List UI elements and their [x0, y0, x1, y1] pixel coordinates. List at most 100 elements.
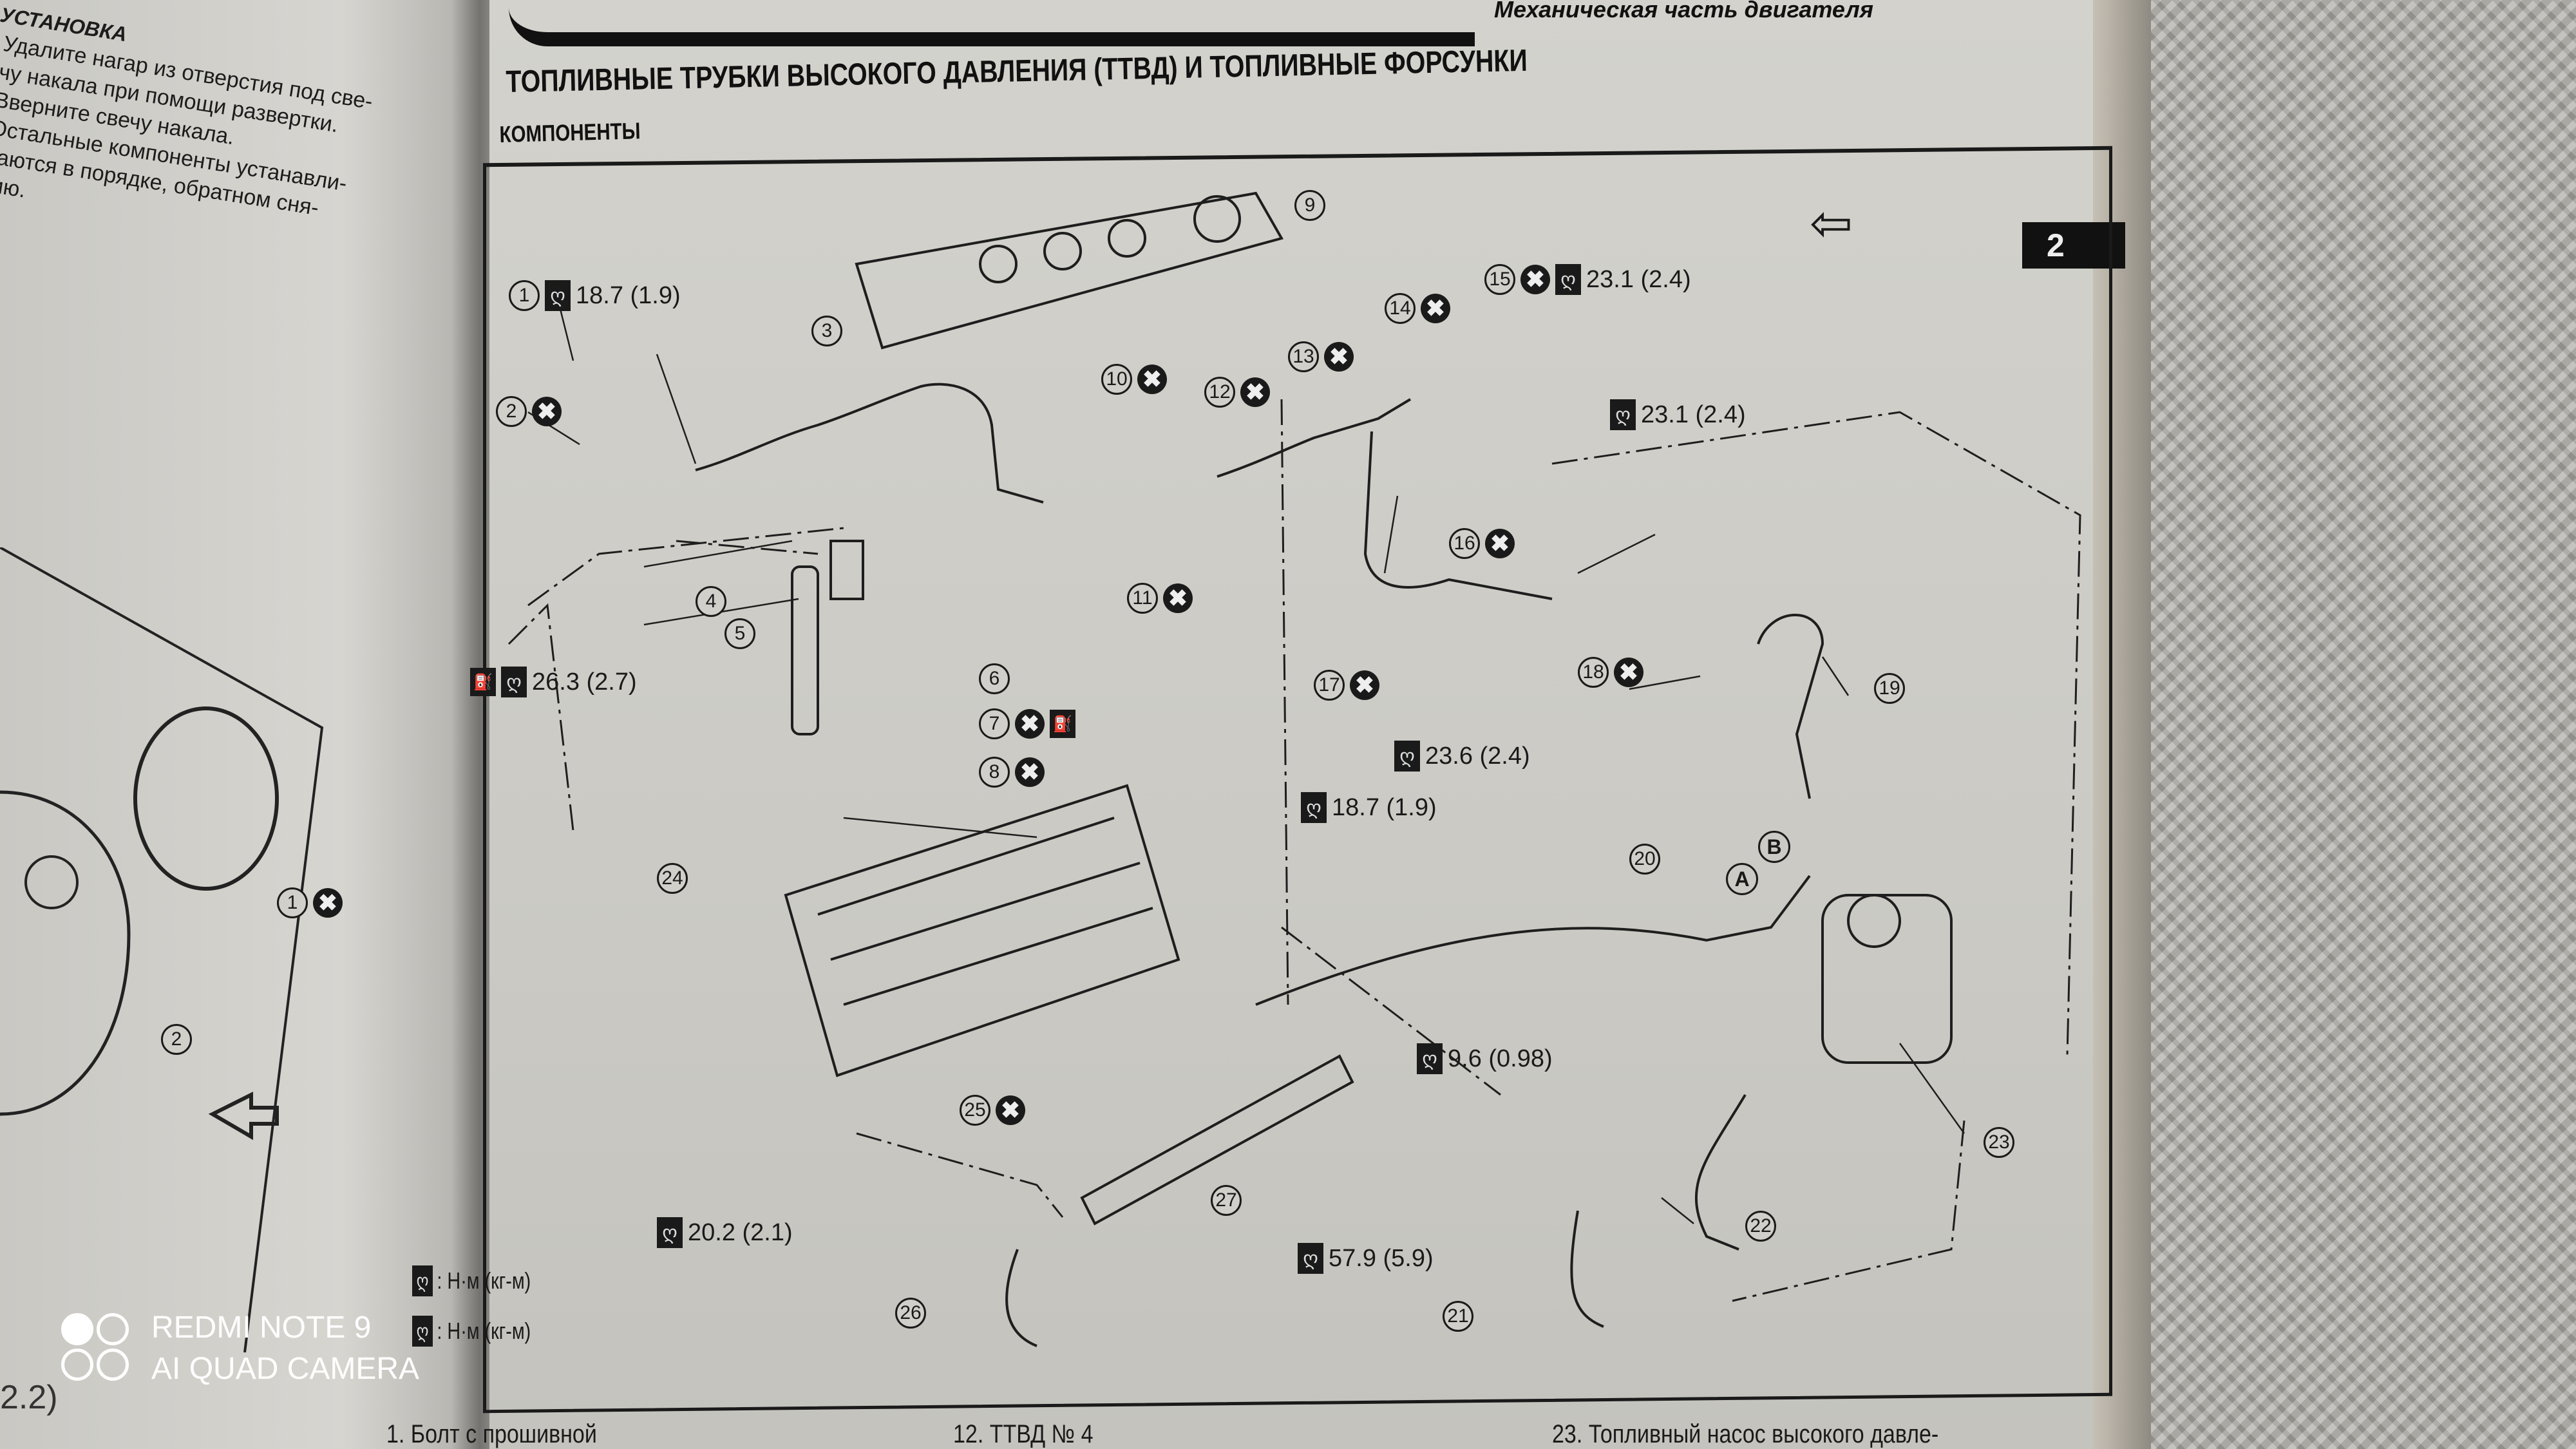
- callout-20: 20: [1629, 844, 1660, 875]
- torque-holder-icon: ღ: [1417, 1043, 1443, 1074]
- callout-21: 21: [1443, 1301, 1473, 1332]
- torque-holder-icon: ღ: [412, 1265, 433, 1296]
- letter-b-marker: B: [1758, 831, 1790, 863]
- callout-19: 19: [1874, 673, 1905, 704]
- callout-6: 6: [979, 663, 1010, 694]
- torque-rail-pipes: ღ 23.1 (2.4): [1610, 399, 1746, 430]
- chapter-tab: 2: [2022, 222, 2125, 269]
- header-bar: [509, 0, 1475, 46]
- callout-16: 16 ✖: [1449, 528, 1515, 559]
- left-callout-1: 1 ✖: [277, 887, 343, 918]
- torque-value: 18.7 (1.9): [1332, 793, 1437, 821]
- torque-leak-bolt: ღ 23.6 (2.4): [1394, 741, 1530, 772]
- replace-icon: ✖: [1015, 709, 1045, 739]
- fabric-background: [2125, 0, 2576, 1449]
- rocker-cover-shape: [855, 191, 1284, 350]
- callout-12: 12 ✖: [1204, 377, 1270, 408]
- callout-4: 4: [696, 586, 726, 617]
- left-torque-fragment: 2.2): [0, 1379, 58, 1416]
- left-page-diagram: [0, 547, 324, 1352]
- replace-icon: ✖: [1163, 583, 1193, 613]
- return-hose-shape: [1757, 614, 1824, 799]
- torque-icon: ღ: [657, 1217, 683, 1248]
- torque-nut: ღ 18.7 (1.9): [1301, 792, 1437, 823]
- section-title: Механическая часть двигателя: [1494, 0, 1873, 23]
- callout-26: 26: [895, 1298, 926, 1329]
- callout-22: 22: [1745, 1211, 1776, 1242]
- replace-icon: ✖: [1350, 670, 1379, 700]
- callout-5: 5: [724, 618, 755, 649]
- torque-value: 26.3 (2.7): [532, 668, 637, 696]
- replace-icon: ✖: [996, 1095, 1025, 1125]
- replace-icon: ✖: [1421, 294, 1450, 323]
- left-page: УСТАНОВКА Удалите нагар из отверстия под…: [0, 0, 489, 1449]
- torque-injector-clamp: ⛽ ღ 26.3 (2.7): [470, 667, 637, 697]
- callout-25: 25 ✖: [960, 1095, 1025, 1126]
- replace-icon: ✖: [1485, 529, 1515, 558]
- callout-14: 14 ✖: [1385, 293, 1450, 324]
- left-page-text: УСТАНОВКА Удалите нагар из отверстия под…: [0, 0, 458, 269]
- legend-item: ღ : Н·м (кг-м): [412, 1265, 531, 1296]
- torque-bracket: ღ 9.6 (0.98): [1417, 1043, 1553, 1074]
- torque-icon: ღ: [1555, 264, 1581, 295]
- callout-8: 8 ✖: [979, 757, 1045, 788]
- camera-watermark: REDMI NOTE 9 AI QUAD CAMERA: [61, 1307, 419, 1390]
- callout-27: 27: [1211, 1185, 1242, 1216]
- front-arrow-icon: [208, 1092, 279, 1141]
- injector-connector-shape: [829, 540, 864, 600]
- torque-icon: ღ: [412, 1316, 433, 1347]
- caption-item: 12. ТТВД № 4: [953, 1420, 1094, 1448]
- cylinder-head-shape: [784, 784, 1180, 1077]
- callout-2: 2 ✖: [496, 396, 562, 427]
- callout-13: 13 ✖: [1288, 341, 1354, 372]
- caption-item: 1. Болт с прошивной: [386, 1420, 597, 1448]
- caption-item: 23. Топливный насос высокого давле-: [1552, 1420, 1939, 1448]
- callout-9: 9: [1294, 190, 1325, 221]
- left-callout-2: 2: [161, 1024, 192, 1055]
- torque-legend: ღ : Н·м (кг-м) ღ : Н·м (кг-м): [412, 1265, 531, 1366]
- torque-value: 57.9 (5.9): [1329, 1244, 1434, 1272]
- hp-pump-shape: [1821, 894, 1953, 1064]
- components-diagram: ⇦ 1 ღ 18.7 (1.9) 2 ✖ 3 4 5 6 7 ✖ ⛽ 8 ✖ 9…: [470, 155, 2106, 1397]
- replace-icon: ✖: [313, 888, 343, 918]
- legend-text: : Н·м (кг-м): [437, 1267, 531, 1294]
- torque-icon: ღ: [1301, 792, 1327, 823]
- replace-icon: ✖: [1614, 658, 1643, 687]
- injector-shape: [791, 565, 819, 735]
- torque-icon: ღ: [1394, 741, 1420, 772]
- replace-icon: ✖: [532, 397, 562, 426]
- oil-cap-shape: [1193, 195, 1241, 243]
- torque-icon: ღ: [545, 280, 571, 311]
- replace-icon: ✖: [1015, 757, 1045, 787]
- watermark-line2: AI QUAD CAMERA: [151, 1352, 420, 1386]
- diagram-drawing: [507, 191, 2081, 1347]
- torque-icon: ღ: [1610, 399, 1636, 430]
- hp-pipe-shape: [1217, 398, 1412, 478]
- right-page: [489, 0, 2093, 1449]
- hose-shape: [1570, 1210, 1604, 1328]
- callout-15: 15 ✖ ღ 23.1 (2.4): [1484, 264, 1691, 295]
- hose-26-shape: [1005, 1249, 1037, 1347]
- replace-icon: ✖: [1137, 365, 1167, 394]
- torque-rail-bolt-right: ღ 57.9 (5.9): [1298, 1243, 1434, 1274]
- torque-value: 23.6 (2.4): [1425, 742, 1530, 770]
- page-subtitle: КОМПОНЕНТЫ: [499, 117, 641, 147]
- callout-10: 10 ✖: [1101, 364, 1167, 395]
- legend-text: : Н·м (кг-м): [437, 1318, 531, 1344]
- hose-shape: [1694, 1094, 1747, 1251]
- callout-3: 3: [811, 316, 842, 346]
- torque-value: 23.1 (2.4): [1586, 265, 1691, 293]
- front-arrow-icon: ⇦: [1810, 194, 1853, 252]
- callout-24: 24: [657, 863, 688, 894]
- replace-icon: ✖: [1324, 342, 1354, 372]
- watermark-line1: REDMI NOTE 9: [151, 1311, 372, 1345]
- oil-icon: ⛽: [470, 668, 496, 696]
- fuel-rail-shape: [1080, 1054, 1354, 1226]
- hp-pipe-shape: [1363, 431, 1553, 600]
- torque-value: 18.7 (1.9): [576, 281, 681, 309]
- replace-icon: ✖: [1520, 265, 1550, 294]
- left-outline-line: [0, 547, 324, 1352]
- callout-23: 23: [1984, 1127, 2014, 1158]
- torque-rail-bolt-left: ღ 20.2 (2.1): [657, 1217, 793, 1248]
- callout-18: 18 ✖: [1578, 657, 1643, 688]
